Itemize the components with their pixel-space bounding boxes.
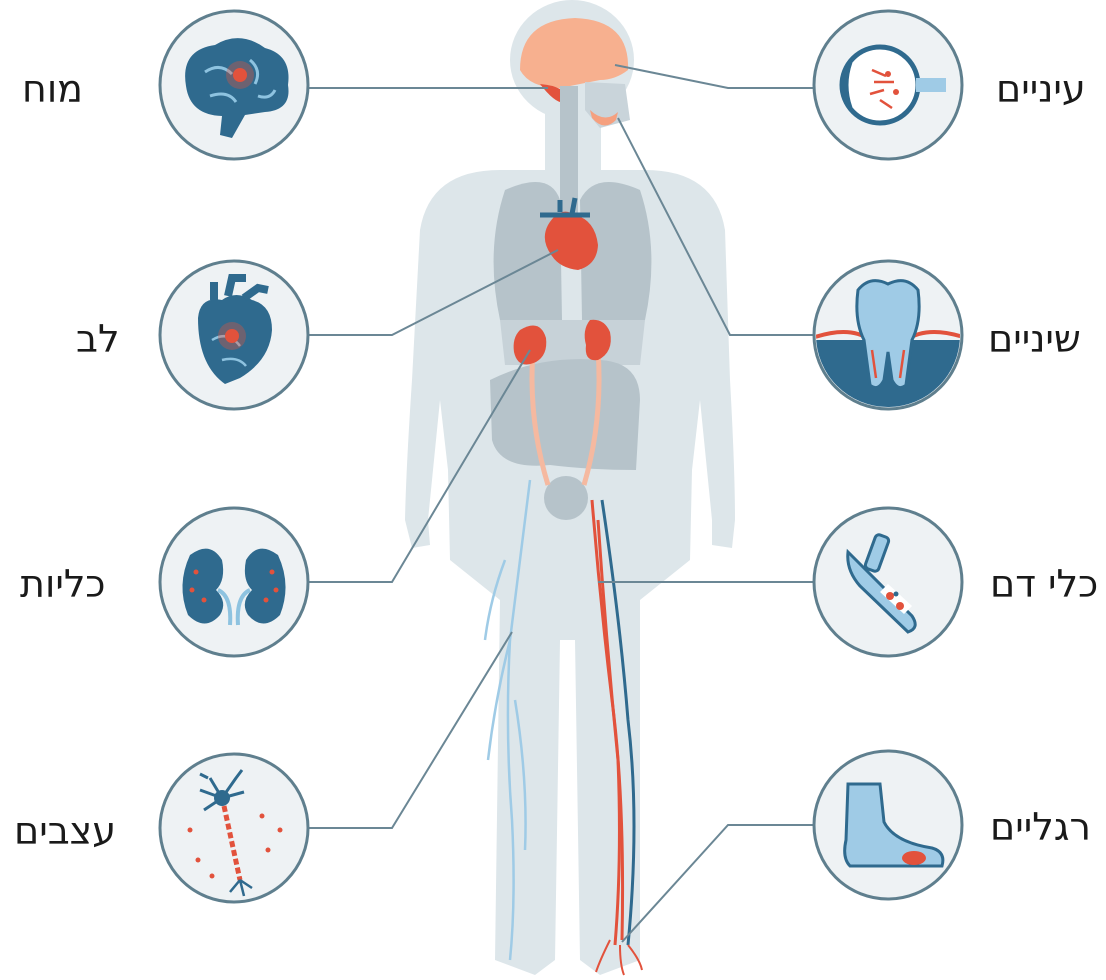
heart-label: לב [76,320,120,358]
brain-icon [160,11,308,159]
feet-label: רגליים [990,808,1091,846]
connector-nerves [308,632,512,828]
kidneys-label: כליות [20,565,106,603]
teeth-label: שיניים [988,320,1081,358]
neuron-icon [160,754,308,902]
connector-feet [622,825,815,942]
blood-vessels-label: כלי דם [990,565,1098,603]
brain-label: מוח [22,70,83,108]
connector-eyes [615,65,815,88]
eyes-label: עיניים [996,70,1086,108]
heart-icon [160,261,308,409]
intestines [490,359,640,470]
nerves-label: עצבים [14,812,116,850]
kidneys-icon [160,508,308,656]
bladder [544,476,588,520]
tooth-icon [810,261,970,420]
eye-icon [814,11,962,159]
blood-vessel-icon [814,508,962,656]
foot-icon [814,751,962,899]
